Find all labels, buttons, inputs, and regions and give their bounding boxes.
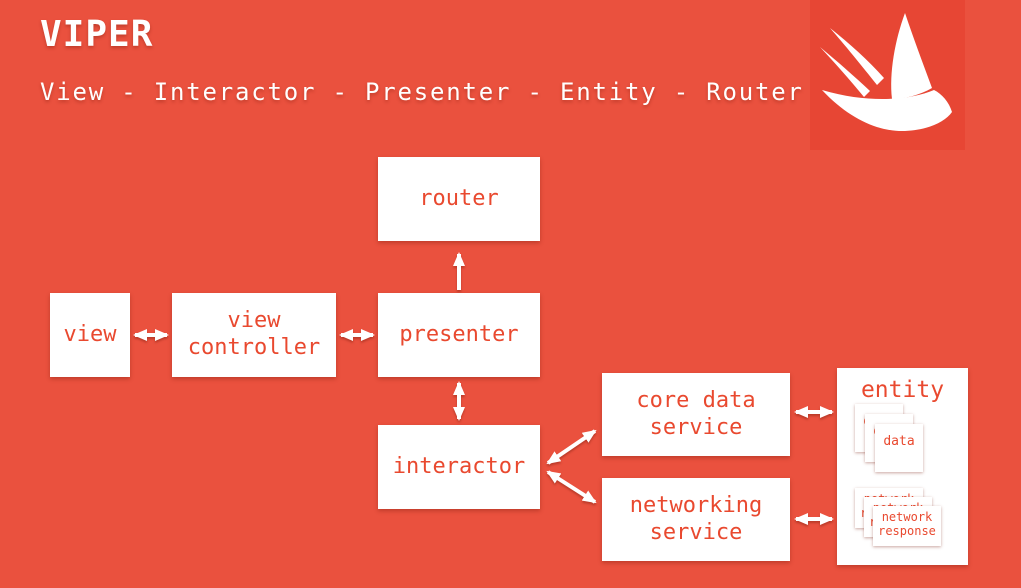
box-presenter: presenter <box>378 293 540 377</box>
box-view: view <box>50 293 130 377</box>
box-networking-service: networking service <box>602 478 790 561</box>
network-response-card-label: network response <box>878 510 936 539</box>
swift-bird-icon <box>820 13 952 132</box>
swift-logo <box>810 0 965 150</box>
box-interactor: interactor <box>378 425 540 509</box>
entity-title: entity <box>860 377 945 403</box>
box-label-networking-service: networking service <box>629 492 763 545</box>
data-card: data <box>875 424 923 472</box>
arrow-interactor-coredata <box>546 429 597 465</box>
box-label-interactor: interactor <box>392 453 526 479</box>
box-label-router: router <box>419 185 499 211</box>
box-label-core-data-service: core data service <box>636 387 756 440</box>
box-view-controller: view controller <box>172 293 336 377</box>
slide-subtitle: View - Interactor - Presenter - Entity -… <box>40 78 804 106</box>
box-entity: entity data data data network response n… <box>837 368 968 565</box>
network-response-card: network response <box>873 506 941 546</box>
entity-data-card-stack: data data data <box>855 404 925 474</box>
arrow-interactor-networking <box>546 470 597 504</box>
data-card-label: data <box>883 434 915 449</box>
box-core-data-service: core data service <box>602 373 790 456</box>
box-label-view: view <box>63 321 117 347</box>
box-label-presenter: presenter <box>399 321 519 347</box>
slide-title: VIPER <box>40 14 154 55</box>
entity-network-response-card-stack: network response network response networ… <box>855 488 945 550</box>
box-router: router <box>378 157 540 241</box>
box-label-view-controller: view controller <box>187 308 321 360</box>
